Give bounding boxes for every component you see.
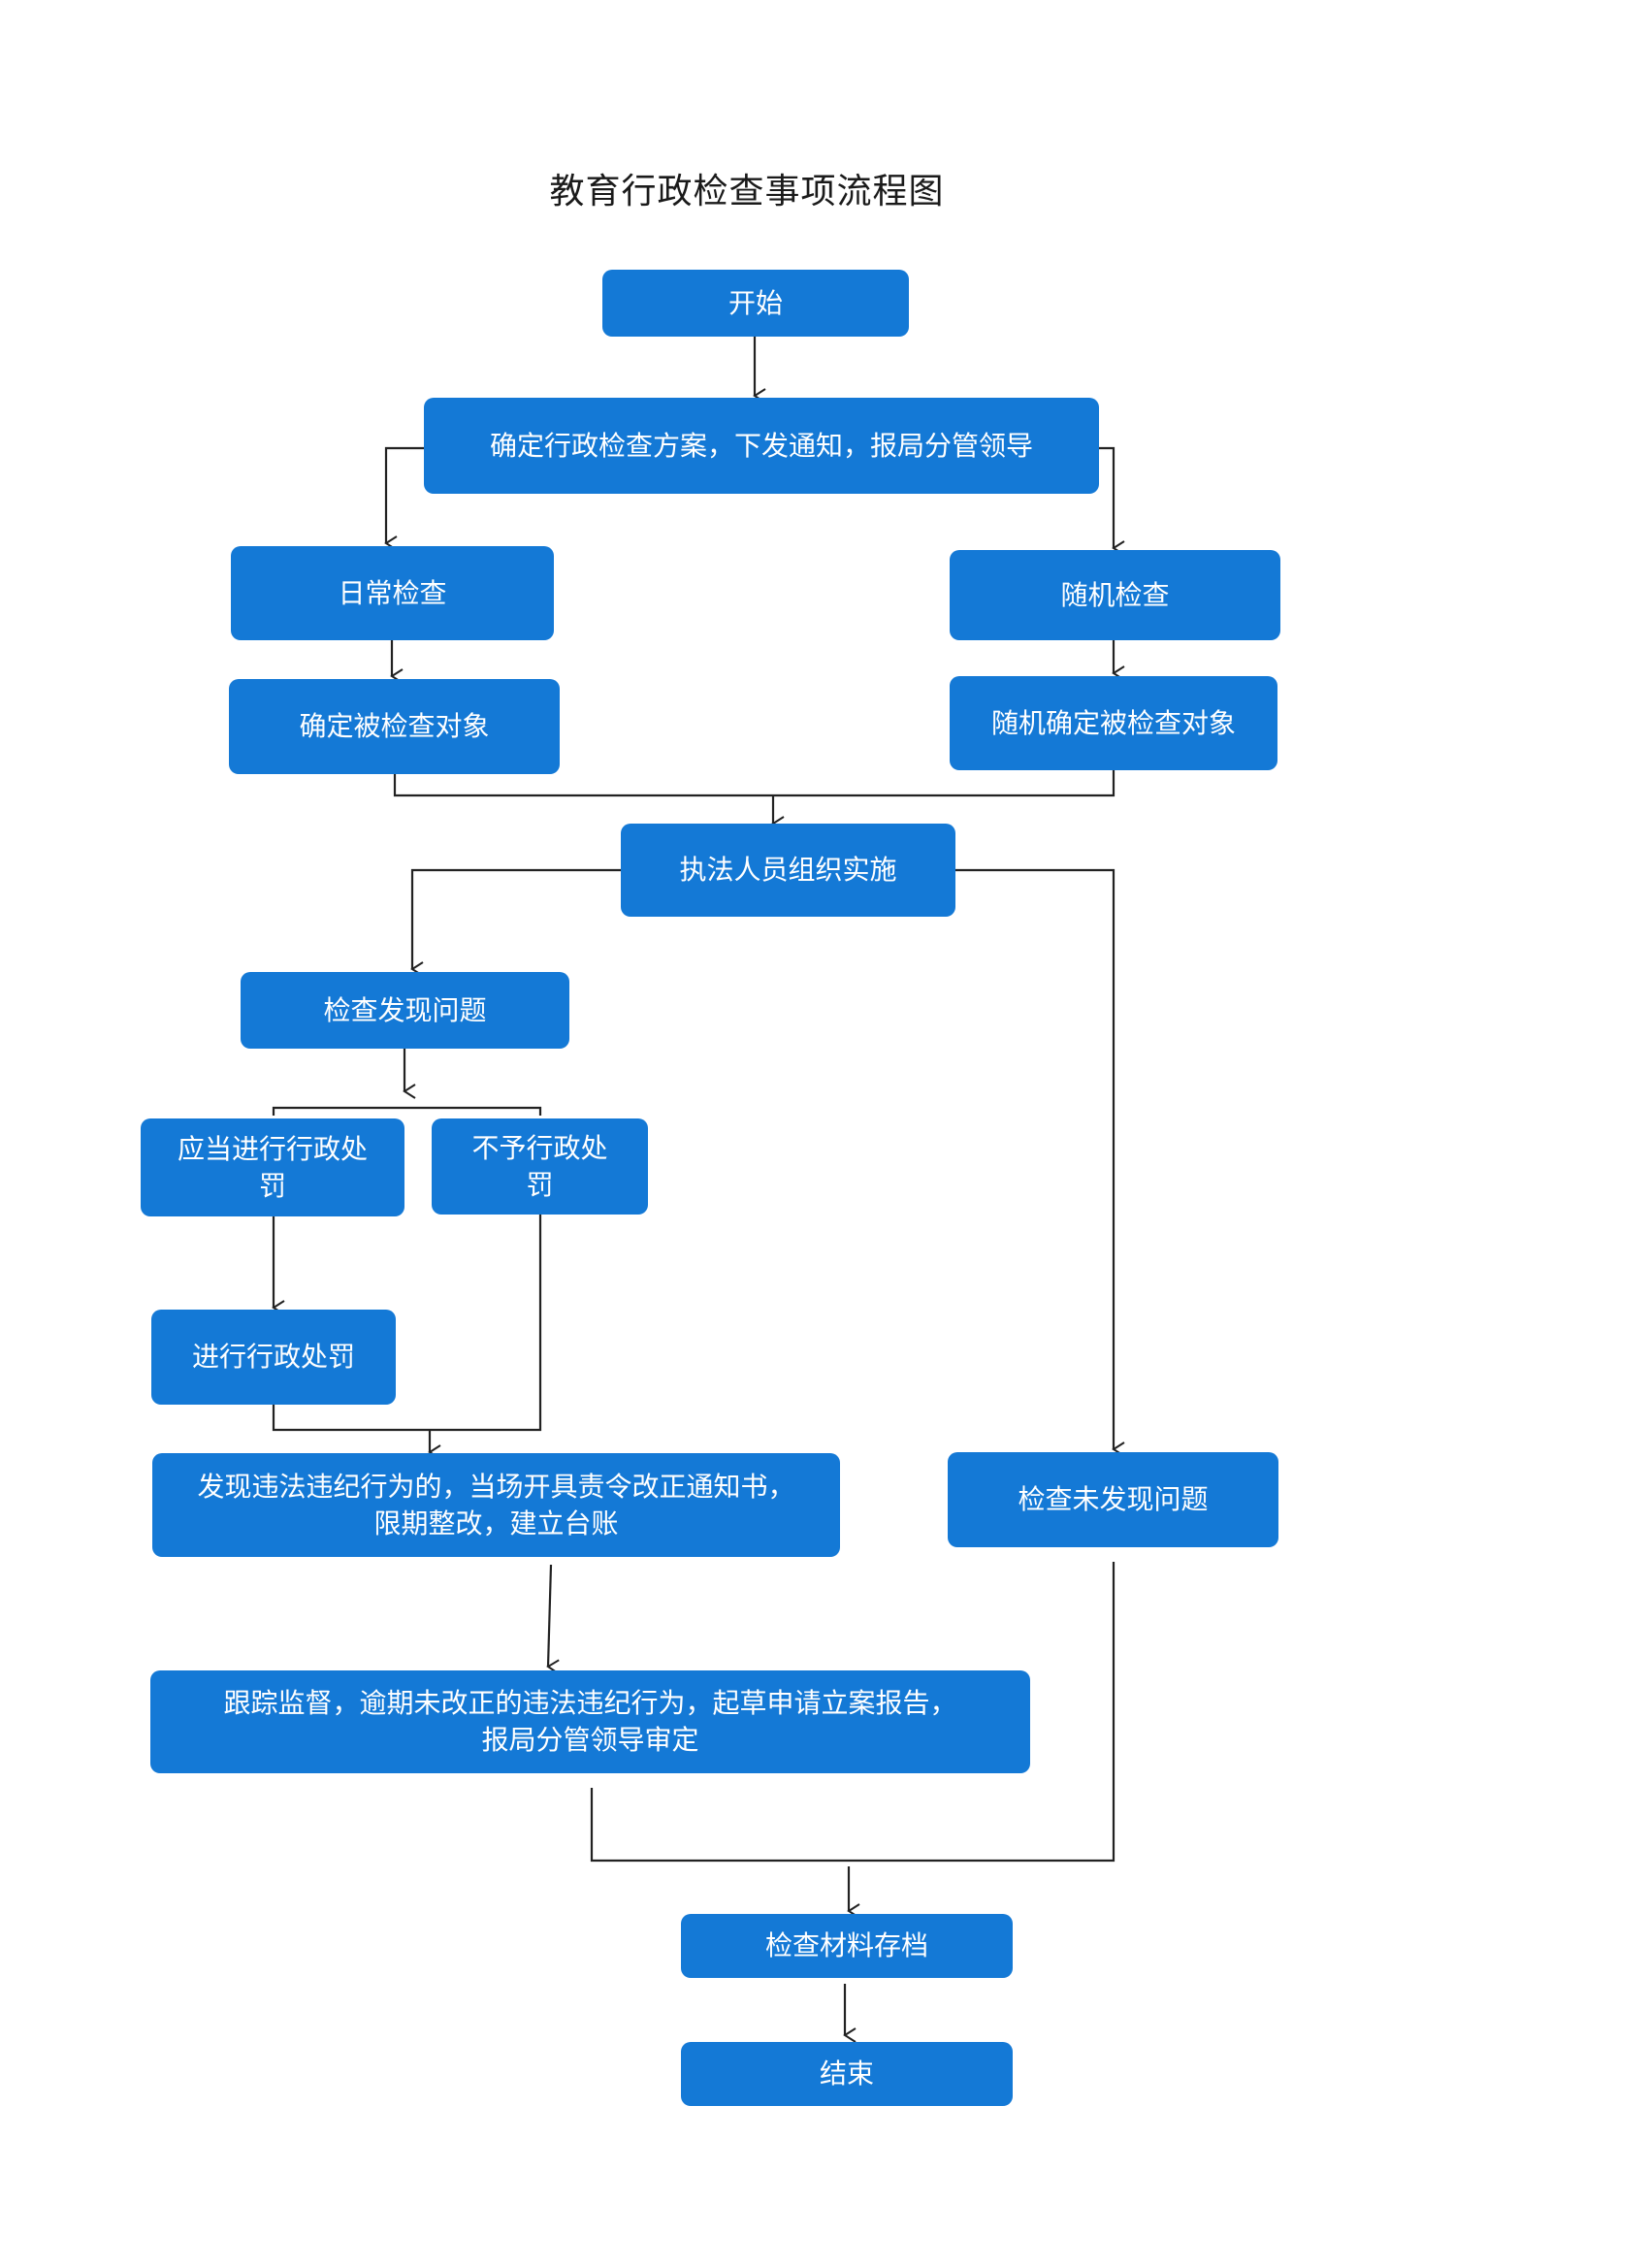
node-implement: 执法人员组织实施: [621, 824, 955, 917]
node-archive: 检查材料存档: [681, 1914, 1013, 1978]
arrow-plan-to-random: [1099, 446, 1125, 556]
merge-punish-line: [272, 1215, 542, 1432]
arrow-rectify-to-follow: [546, 1564, 560, 1675]
node-random-target: 随机确定被检查对象: [950, 676, 1277, 770]
node-do-punish: 进行行政处罚: [151, 1310, 396, 1405]
node-daily-check: 日常检查: [231, 546, 554, 640]
arrow-implement-to-found: [410, 868, 621, 977]
merge-targets-line: [393, 770, 1116, 797]
node-daily-target: 确定被检查对象: [229, 679, 560, 774]
node-no-punish: 不予行政处 罚: [432, 1118, 648, 1215]
node-random-check: 随机检查: [950, 550, 1280, 640]
node-found-problem: 检查发现问题: [241, 972, 569, 1049]
node-plan: 确定行政检查方案，下发通知，报局分管领导: [424, 398, 1099, 494]
page-title: 教育行政检查事项流程图: [549, 172, 945, 211]
merge-final-line: [590, 1562, 1116, 1863]
arrow-implement-to-none: [955, 868, 1125, 1457]
node-rectify: 发现违法违纪行为的，当场开具责令改正通知书， 限期整改，建立台账: [152, 1453, 840, 1557]
branch-bar: [272, 1106, 542, 1116]
node-start: 开始: [602, 270, 909, 337]
node-end: 结束: [681, 2042, 1013, 2106]
node-no-problem: 检查未发现问题: [948, 1452, 1278, 1547]
node-should-punish: 应当进行行政处 罚: [141, 1118, 404, 1216]
node-follow-up: 跟踪监督，逾期未改正的违法违纪行为，起草申请立案报告， 报局分管领导审定: [150, 1670, 1030, 1773]
arrow-plan-to-daily: [384, 446, 424, 551]
